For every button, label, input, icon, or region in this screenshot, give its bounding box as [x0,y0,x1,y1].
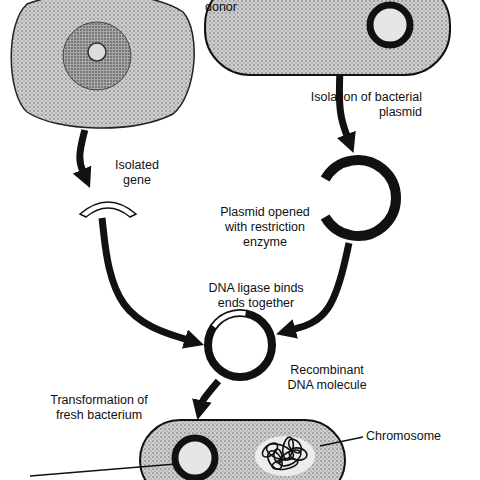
leader-line [30,464,176,476]
nucleus [63,22,131,90]
part-label: Chromosome [366,429,456,444]
process-arrow [102,218,191,341]
isolated-gene: Isolated gene [78,188,138,218]
chromosome-area [255,436,315,476]
node-label: Isolated gene [108,158,166,188]
donor-cell-outline [11,0,194,128]
opened-plasmid: Plasmid opened with restriction enzyme [313,153,403,243]
donor-cell: donor [5,0,195,130]
node-label: Recombinant DNA molecule [284,363,370,393]
recombinant-plasmid [175,438,215,478]
bacterium-shape [205,0,450,75]
process-arrow [289,243,349,330]
chromosome-loop [273,448,283,463]
inserted-gene [214,313,246,327]
process-arrow [80,130,85,175]
bacterium [205,0,450,75]
isolated-gene-shape [78,188,138,218]
plasmid-ring [370,5,410,45]
fresh-bacterium-shape [140,420,345,480]
bacterium-outline [205,0,450,75]
recombinant-dna-shape [204,309,276,381]
chromosome-loop [260,440,280,459]
leader-line [320,437,363,446]
process-arrow [339,75,348,140]
node-label: Plasmid opened with restriction enzyme [217,205,313,250]
fresh-bacterium [140,420,345,480]
node-label: donor [205,0,265,15]
step-label: Isolation of bacterial plasmid [296,90,422,120]
opened-plasmid-shape [313,153,403,243]
bacterium-outline [140,420,345,480]
donor-cell-shape [5,0,195,130]
opened-plasmid [325,160,396,236]
step-label: Transformation of fresh bacterium [45,393,153,423]
gene-fragment [80,202,136,217]
nucleolus [88,43,106,61]
node-label: DNA ligase binds ends together [196,281,316,311]
recombinant-ring [208,313,272,377]
process-arrow [201,381,219,406]
chromosome-loop [286,437,304,456]
recombinant-dna: DNA ligase binds ends togetherRecombinan… [204,309,276,381]
